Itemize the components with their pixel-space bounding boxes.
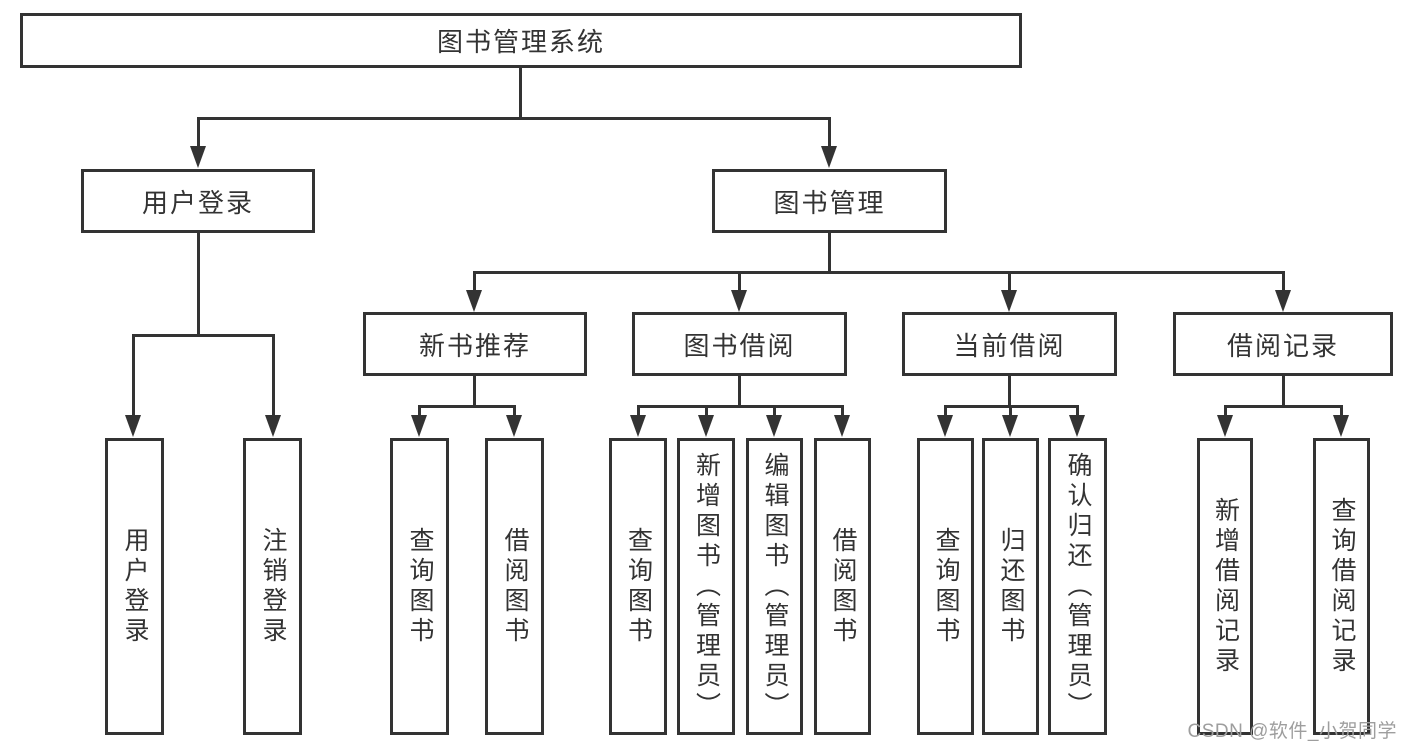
connector-new-book-arm (473, 271, 476, 292)
connector-root-hline (197, 117, 830, 120)
connector-user-login-down (197, 233, 200, 336)
leaf-add-book-admin: 新增图书（管理员） (677, 438, 735, 735)
node-label: 查询图书 (406, 526, 434, 647)
connector-leaf-arm (841, 405, 844, 417)
node-label: 图书管理 (773, 187, 886, 218)
node-user-login: 用户登录 (81, 169, 315, 233)
node-label: 借阅记录 (1226, 330, 1339, 361)
node-label: 查询借阅记录 (1328, 496, 1356, 677)
leaf-borrow-book: 借阅图书 (814, 438, 871, 735)
node-label: 借阅图书 (501, 526, 529, 647)
connector-current-borrow-down (1008, 376, 1011, 407)
connector-current-borrow-arm (1008, 271, 1011, 292)
arrow-down-icon (1001, 290, 1017, 312)
leaf-edit-book-admin: 编辑图书（管理员） (746, 438, 803, 735)
node-label: 新增图书（管理员） (692, 451, 721, 722)
arrow-down-icon (190, 146, 206, 168)
connector-book-mgmt-stem (828, 117, 831, 147)
node-book-management: 图书管理 (712, 169, 947, 233)
arrow-down-icon (506, 415, 522, 437)
connector-book-borrow-arm (738, 271, 741, 292)
arrow-down-icon (1069, 415, 1085, 437)
connector-book-borrow-hline (637, 405, 844, 408)
connector-leaf-arm (705, 405, 708, 417)
connector-root-stem (519, 68, 522, 120)
arrow-down-icon (466, 290, 482, 312)
node-new-book-recommend: 新书推荐 (363, 312, 587, 376)
arrow-down-icon (731, 290, 747, 312)
connector-borrow-record-down (1282, 376, 1285, 407)
node-label: 新书推荐 (418, 330, 531, 361)
arrow-down-icon (698, 415, 714, 437)
arrow-down-icon (937, 415, 953, 437)
arrow-down-icon (125, 415, 141, 437)
node-label: 确认归还（管理员） (1064, 451, 1092, 722)
connector-user-login-stem (197, 117, 200, 147)
leaf-query-book: 查询图书 (917, 438, 974, 735)
arrow-down-icon (1002, 415, 1018, 437)
node-label: 借阅图书 (829, 526, 857, 647)
leaf-query-book: 查询图书 (390, 438, 449, 735)
node-label: 查询图书 (624, 526, 653, 647)
node-label: 图书管理系统 (436, 27, 605, 57)
leaf-logout: 注销登录 (243, 438, 302, 735)
leaf-add-borrow-record: 新增借阅记录 (1197, 438, 1253, 735)
arrow-down-icon (265, 415, 281, 437)
connector-leaf-arm (1340, 405, 1343, 417)
arrow-down-icon (1217, 415, 1233, 437)
node-label: 查询图书 (932, 526, 960, 647)
node-borrow-record: 借阅记录 (1173, 312, 1393, 376)
connector-borrow-record-arm (1282, 271, 1285, 292)
leaf-confirm-return-admin: 确认归还（管理员） (1048, 438, 1107, 735)
connector-login-arm (132, 334, 135, 417)
arrow-down-icon (1275, 290, 1291, 312)
arrow-down-icon (411, 415, 427, 437)
node-label: 用户登录 (121, 526, 149, 647)
connector-leaf-arm (773, 405, 776, 417)
arrow-down-icon (766, 415, 782, 437)
leaf-user-login: 用户登录 (105, 438, 164, 735)
arrow-down-icon (630, 415, 646, 437)
connector-new-book-down (473, 376, 476, 407)
csdn-watermark: CSDN @软件_小贺同学 (1187, 721, 1397, 742)
leaf-return-book: 归还图书 (982, 438, 1039, 735)
connector-logout-arm (272, 334, 275, 417)
connector-book-borrow-down (738, 376, 741, 407)
node-label: 归还图书 (997, 526, 1025, 647)
leaf-query-borrow-record: 查询借阅记录 (1313, 438, 1370, 735)
connector-user-login-hline (132, 334, 275, 337)
node-label: 编辑图书（管理员） (761, 451, 789, 722)
connector-book-mgmt-down (828, 233, 831, 274)
connector-leaf-arm (1076, 405, 1079, 417)
node-current-borrow: 当前借阅 (902, 312, 1117, 376)
node-library-management-system: 图书管理系统 (20, 13, 1022, 68)
arrow-down-icon (1333, 415, 1349, 437)
connector-leaf-arm (1224, 405, 1227, 417)
node-label: 图书借阅 (683, 330, 796, 361)
node-book-borrow: 图书借阅 (632, 312, 847, 376)
connector-book-mgmt-hline (474, 271, 1285, 274)
connector-leaf-arm (637, 405, 640, 417)
connector-leaf-arm (1009, 405, 1012, 417)
arrow-down-icon (834, 415, 850, 437)
connector-leaf-arm (944, 405, 947, 417)
leaf-borrow-book: 借阅图书 (485, 438, 544, 735)
arrow-down-icon (821, 146, 837, 168)
node-label: 用户登录 (141, 187, 254, 218)
node-label: 新增借阅记录 (1211, 496, 1240, 677)
connector-new-book-hline (418, 405, 516, 408)
node-label: 当前借阅 (953, 330, 1066, 361)
connector-leaf-arm (418, 405, 421, 417)
node-label: 注销登录 (259, 526, 287, 647)
leaf-query-book: 查询图书 (609, 438, 667, 735)
connector-leaf-arm (513, 405, 516, 417)
connector-borrow-record-hline (1224, 405, 1343, 408)
